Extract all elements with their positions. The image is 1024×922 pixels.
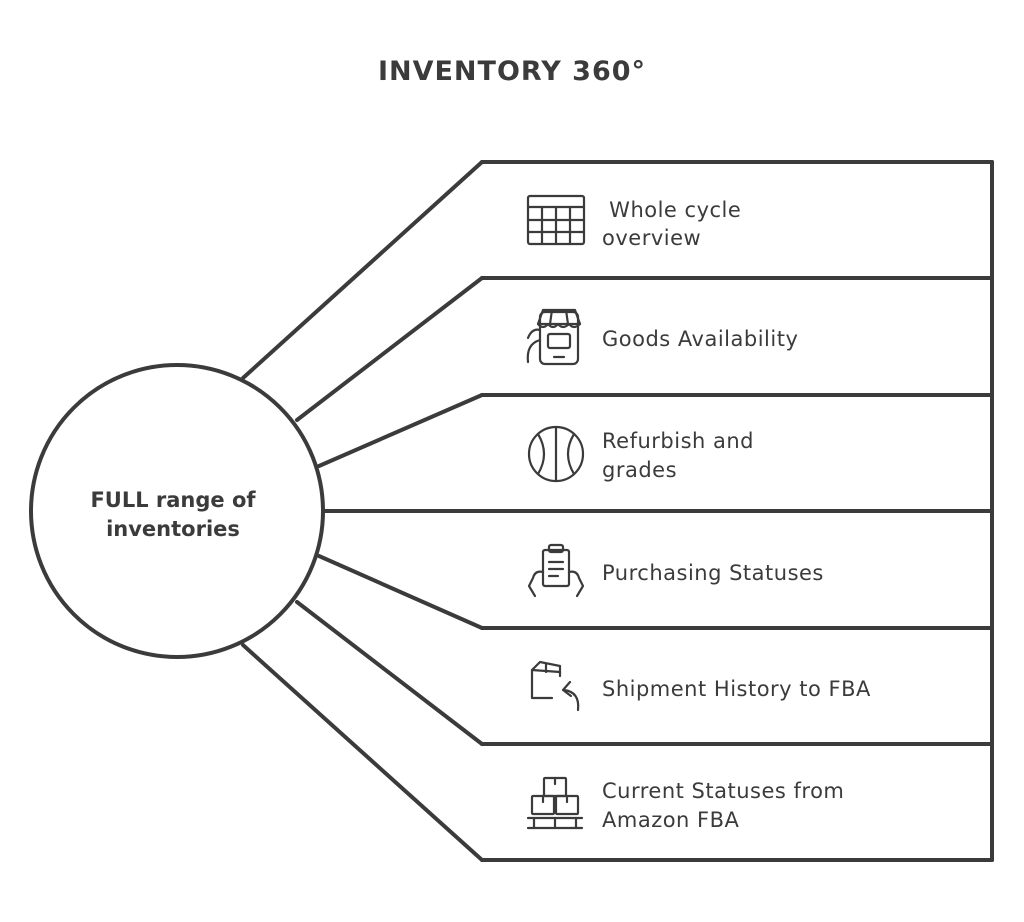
shop-phone-icon <box>526 308 582 366</box>
hub-connectors <box>241 160 484 862</box>
band-current-statuses-label-2: Amazon FBA <box>602 808 740 832</box>
band-frame <box>321 160 994 862</box>
hub-node: FULL range of inventories <box>29 363 325 659</box>
band-shipment-history-label-1: Shipment History to FBA <box>602 677 871 701</box>
band-goods-availability: Goods Availability <box>526 308 798 366</box>
band-refurbish-label-1: Refurbish and <box>602 429 754 453</box>
hub-label-line1: FULL range of <box>90 488 256 512</box>
band-current-statuses: Current Statuses from Amazon FBA <box>526 776 844 832</box>
band-purchasing: Purchasing Statuses <box>527 543 824 598</box>
band-whole-cycle-label-2: overview <box>602 226 701 250</box>
clipboard-hands-icon <box>527 543 585 598</box>
band-current-statuses-label-1: Current Statuses from <box>602 779 844 803</box>
band-whole-cycle: Whole cycle overview <box>526 194 741 250</box>
ball-icon <box>527 425 585 483</box>
stacked-boxes-pallet-icon <box>526 776 584 830</box>
table-grid-icon <box>526 194 586 246</box>
hub-label-line2: inventories <box>106 517 240 541</box>
band-refurbish-label-2: grades <box>602 458 677 482</box>
diagram-title: INVENTORY 360° <box>378 56 646 87</box>
band-shipment-history: Shipment History to FBA <box>530 660 871 712</box>
band-goods-availability-label-1: Goods Availability <box>602 327 798 351</box>
box-return-icon <box>530 660 580 712</box>
band-refurbish: Refurbish and grades <box>527 425 754 483</box>
band-whole-cycle-label-1: Whole cycle <box>602 198 741 222</box>
band-purchasing-label-1: Purchasing Statuses <box>602 561 824 585</box>
